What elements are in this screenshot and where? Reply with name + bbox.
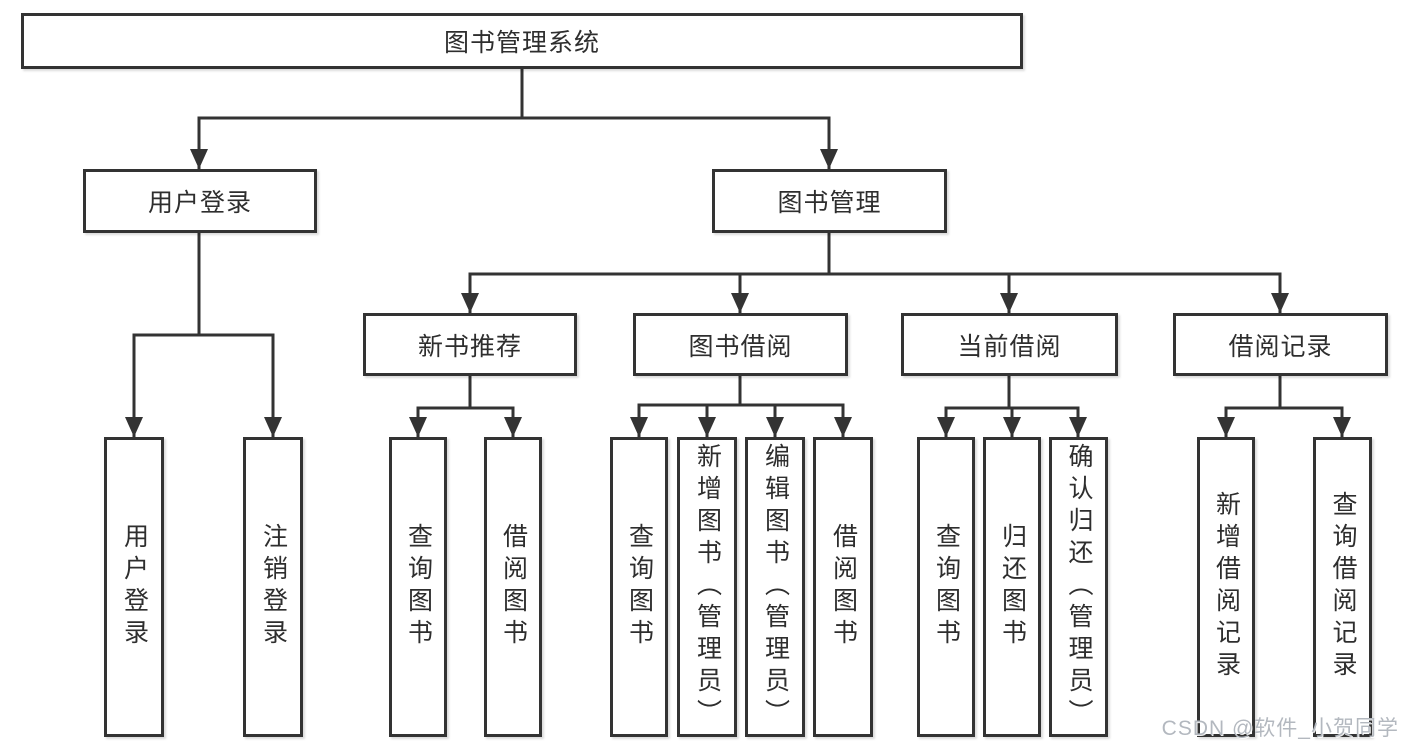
node-label: 借阅图书: [829, 523, 858, 651]
node-label: 新书推荐: [417, 332, 522, 361]
node-book-management: 图书管理: [712, 169, 947, 233]
node-label: 确认归还（管理员）: [1065, 443, 1093, 731]
node-label: 查询图书: [932, 523, 961, 651]
node-label: 归还图书: [998, 523, 1027, 651]
leaf-confirm-return-admin: 确认归还（管理员）: [1049, 437, 1108, 737]
leaf-edit-book-admin: 编辑图书（管理员）: [745, 437, 805, 737]
node-label: 查询图书: [404, 523, 433, 651]
node-label: 当前借阅: [957, 332, 1062, 361]
node-label: 新增借阅记录: [1212, 491, 1241, 683]
leaf-query-borrow-record: 查询借阅记录: [1313, 437, 1372, 737]
node-library-management-system: 图书管理系统: [21, 13, 1023, 69]
leaf-add-borrow-record: 新增借阅记录: [1197, 437, 1255, 737]
leaf-borrow-books: 借阅图书: [484, 437, 542, 737]
node-label: 编辑图书（管理员）: [761, 443, 790, 731]
node-borrowing-records: 借阅记录: [1173, 313, 1388, 376]
leaf-query-books: 查询图书: [389, 437, 447, 737]
node-current-borrowing: 当前借阅: [901, 313, 1118, 376]
leaf-user-login: 用户登录: [104, 437, 164, 737]
leaf-borrow-books: 借阅图书: [813, 437, 873, 737]
node-label: 图书管理系统: [443, 29, 600, 57]
leaf-query-books: 查询图书: [610, 437, 668, 737]
node-label: 新增图书（管理员）: [693, 443, 722, 731]
leaf-query-books: 查询图书: [917, 437, 975, 737]
node-label: 用户登录: [147, 189, 252, 217]
node-label: 查询借阅记录: [1329, 491, 1357, 683]
node-label: 图书管理: [777, 189, 882, 217]
node-user-login: 用户登录: [83, 169, 317, 233]
node-new-book-recommend: 新书推荐: [363, 313, 577, 376]
csdn-watermark: CSDN @软件_小贺同学: [1161, 717, 1399, 740]
leaf-logout: 注销登录: [243, 437, 303, 737]
node-label: 查询图书: [625, 523, 654, 651]
node-book-borrowing: 图书借阅: [633, 313, 848, 376]
leaf-add-book-admin: 新增图书（管理员）: [677, 437, 737, 737]
node-label: 借阅记录: [1228, 332, 1333, 361]
node-label: 借阅图书: [499, 523, 528, 651]
node-label: 图书借阅: [688, 332, 793, 361]
node-label: 注销登录: [259, 523, 288, 651]
node-label: 用户登录: [120, 523, 149, 651]
leaf-return-book: 归还图书: [983, 437, 1041, 737]
